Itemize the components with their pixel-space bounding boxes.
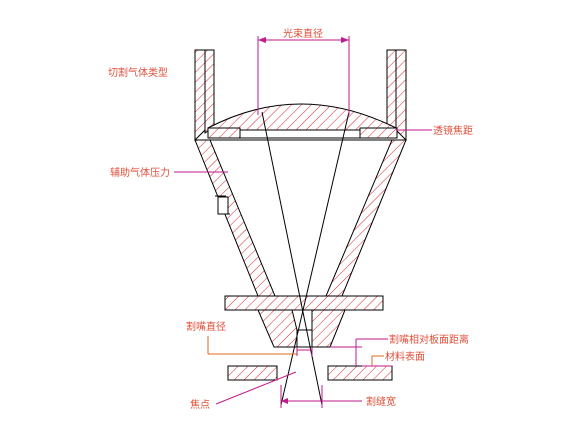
right-cone-wall [325,139,407,297]
nozzle-height-label: 割嘴相对板面距离 [389,333,469,346]
right-tube-wall-outer [395,49,407,142]
nozzle-tip-right [311,309,346,348]
left-cone-wall [194,139,276,297]
workpiece-right [327,365,393,381]
beam-diameter-arrow-right [341,37,349,43]
workpiece-left [227,365,278,381]
kerf-width-label: 割缝宽 [366,395,396,408]
lens-retainer-right [359,127,398,139]
kerf-width-arrow-left [281,398,288,404]
laser-beam-left [261,111,323,406]
beam-diameter-arrow-left [258,37,266,43]
nozzle-orifice [296,329,313,348]
focus-point-leader [215,371,297,405]
nozzle-tip-left [257,309,298,348]
focusing-lens [207,103,397,131]
gas-inlet-port [217,196,229,215]
left-tube-wall [194,49,206,142]
right-tube-wall [386,49,397,131]
material-surface-label: 材料表面 [385,350,425,363]
nozzle-flange [224,295,384,311]
laser-beam-right [280,111,350,406]
assist-pressure-label: 辅助气体压力 [110,166,170,179]
lens-retainer-left [207,127,241,139]
beam-diameter-label: 光束直径 [283,27,323,40]
left-tube-wall-inner [204,49,215,134]
nozzle-diameter-label: 割嘴直径 [186,320,226,333]
gas-type-label: 切割气体类型 [108,66,168,79]
focus-point-label: 焦点 [190,398,210,411]
lens-focal-label: 透镜焦距 [433,124,473,137]
